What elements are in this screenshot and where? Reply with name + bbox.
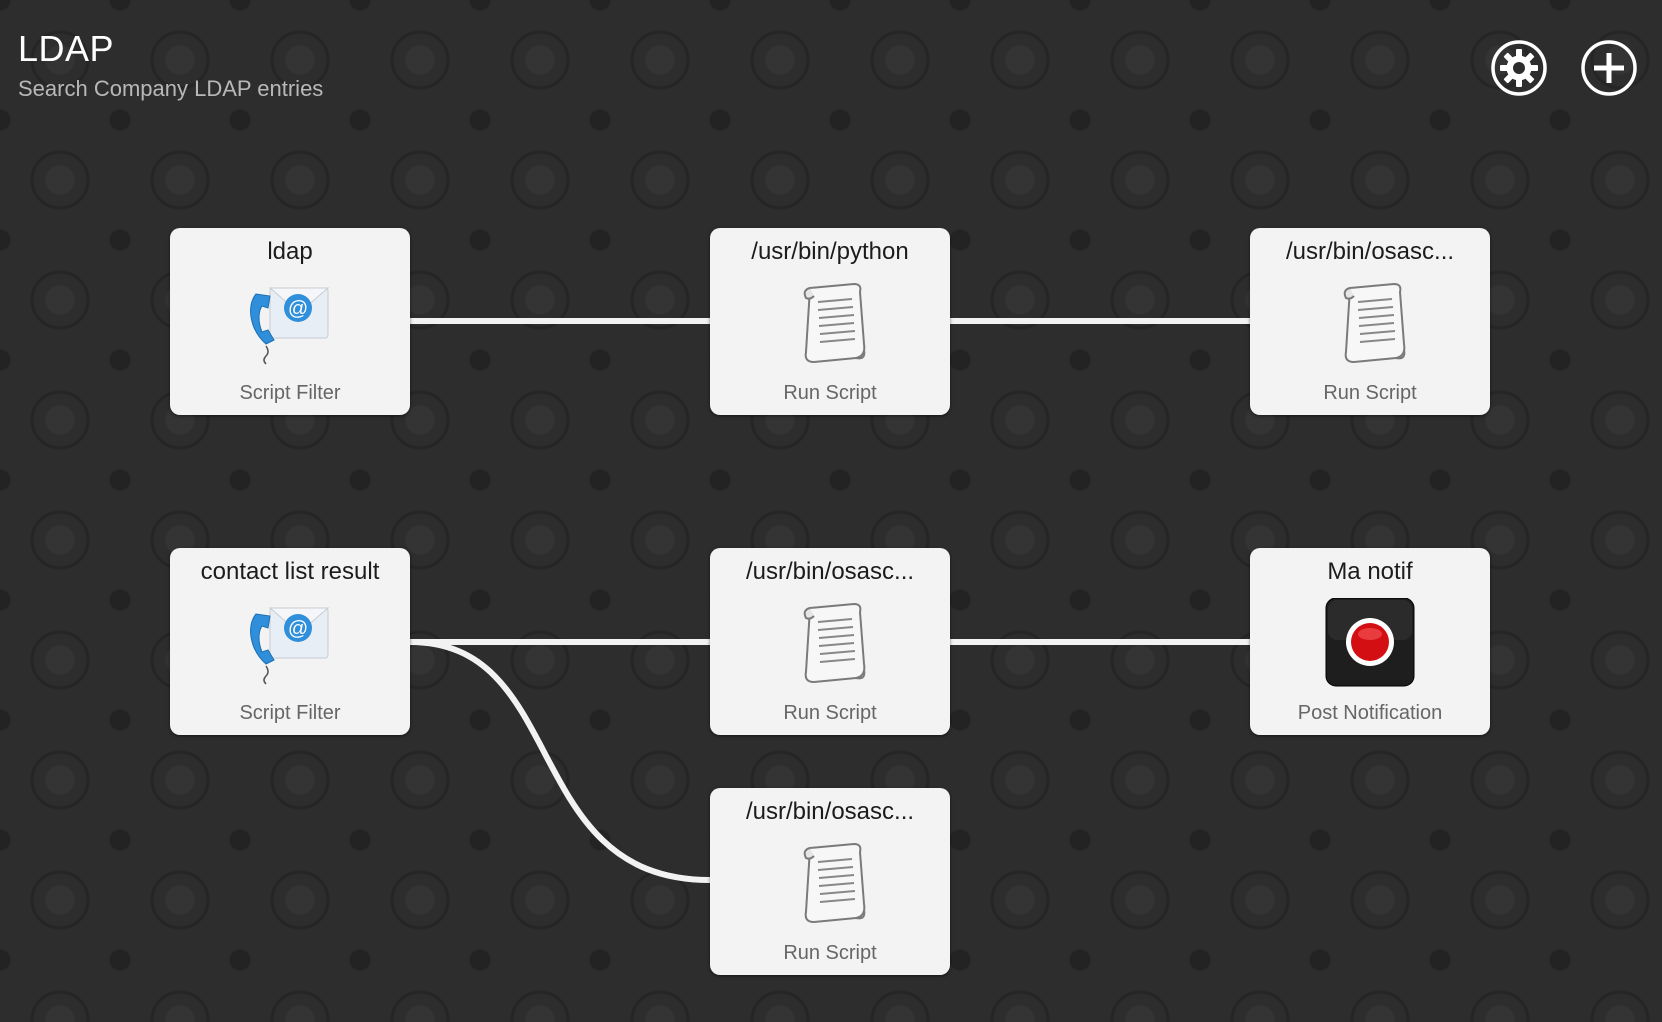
contacts-mail-icon: @	[240, 598, 340, 688]
node-type: Run Script	[783, 942, 877, 964]
settings-button[interactable]	[1490, 39, 1548, 97]
node-type: Post Notification	[1297, 702, 1443, 724]
node-title: /usr/bin/python	[751, 238, 909, 265]
script-scroll-icon	[1320, 278, 1420, 368]
add-button[interactable]	[1580, 39, 1638, 97]
workflow-title: LDAP	[18, 28, 115, 69]
node-title: /usr/bin/osasc...	[745, 558, 915, 585]
node-title: /usr/bin/osasc...	[745, 798, 915, 825]
plus-circle-icon	[1581, 40, 1637, 96]
script-scroll-icon	[780, 598, 880, 688]
node-script-filter[interactable]: contact list result @ Script Filter	[170, 548, 410, 735]
node-post-notification[interactable]: Ma notif Post Notification	[1250, 548, 1490, 735]
node-type: Script Filter	[239, 702, 341, 724]
workflow-header: LDAP Search Company LDAP entries	[18, 28, 323, 102]
svg-text:@: @	[288, 298, 308, 320]
svg-text:@: @	[288, 618, 308, 640]
node-run-script[interactable]: /usr/bin/osasc... Run Script	[710, 788, 950, 975]
workflow-subtitle: Search Company LDAP entries	[18, 76, 324, 101]
notification-record-icon	[1320, 598, 1420, 688]
node-run-script[interactable]: /usr/bin/osasc... Run Script	[1250, 228, 1490, 415]
script-scroll-icon	[780, 838, 880, 928]
node-type: Run Script	[783, 382, 877, 404]
node-title: /usr/bin/osasc...	[1285, 238, 1455, 265]
node-run-script[interactable]: /usr/bin/python Run Script	[710, 228, 950, 415]
contacts-mail-icon: @	[240, 278, 340, 368]
node-script-filter[interactable]: ldap @ Script Filter	[170, 228, 410, 415]
node-title: contact list result	[200, 558, 380, 585]
node-type: Run Script	[783, 702, 877, 724]
gear-icon	[1491, 40, 1547, 96]
node-type: Script Filter	[239, 382, 341, 404]
connector-contact-osascript-lower	[407, 639, 713, 883]
node-type: Run Script	[1323, 382, 1417, 404]
script-scroll-icon	[780, 278, 880, 368]
node-title: Ma notif	[1327, 558, 1413, 585]
node-run-script[interactable]: /usr/bin/osasc... Run Script	[710, 548, 950, 735]
node-title: ldap	[267, 238, 313, 265]
